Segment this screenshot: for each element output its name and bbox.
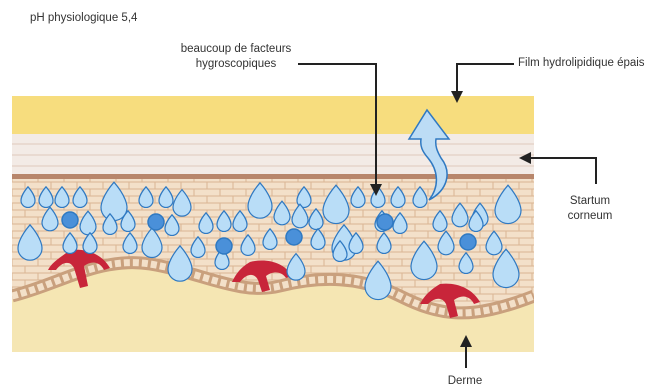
hygroscopic-factors-label: beaucoup de facteurs hygroscopiques <box>154 42 318 72</box>
hydrolipidic-film-label: Film hydrolipidique épais <box>518 56 645 71</box>
dermis-label: Derme <box>440 374 490 389</box>
leader-stratum <box>530 158 596 184</box>
hydrolipidic-film-layer <box>12 96 534 134</box>
hygroscopic-factor-icon <box>377 214 393 230</box>
hygroscopic-factor-icon <box>286 229 302 245</box>
ph-label: pH physiologique 5,4 <box>30 11 137 26</box>
hygroscopic-factor-icon <box>460 234 476 250</box>
hygroscopic-factor-icon <box>148 214 164 230</box>
stratum-corneum-layer <box>12 134 534 174</box>
stratum-corneum-label: Startum corneum <box>560 194 620 224</box>
hygroscopic-factor-icon <box>62 212 78 228</box>
leader-film <box>457 64 514 92</box>
stratum-corneum-edge <box>12 174 534 179</box>
hygroscopic-factor-icon <box>216 238 232 254</box>
